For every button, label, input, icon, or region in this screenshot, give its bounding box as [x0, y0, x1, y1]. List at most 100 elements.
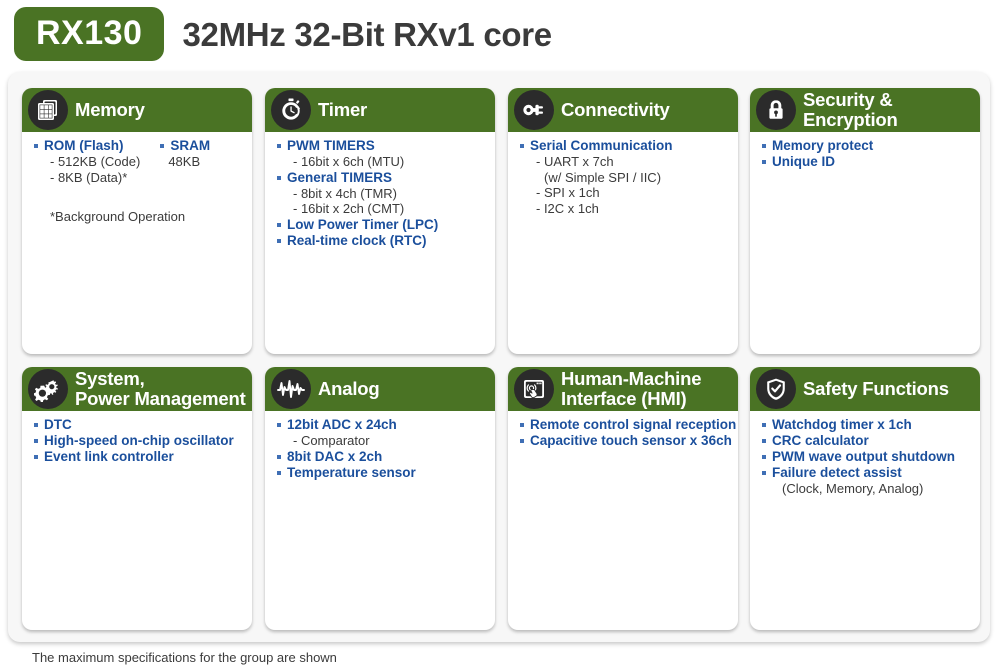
feature-label: Failure detect assist: [760, 465, 972, 481]
card-hmi[interactable]: Human-Machine Interface (HMI) Remote con…: [508, 367, 738, 630]
card-header-timer: Timer: [265, 88, 495, 132]
list-item: Memory protect: [760, 138, 972, 154]
feature-sub: - 8KB (Data)*: [50, 169, 128, 185]
feature-label: 8bit DAC x 2ch: [275, 449, 487, 465]
waveform-icon: [271, 369, 311, 409]
card-header-safety: Safety Functions: [750, 367, 980, 411]
feature-label: ROM (Flash): [32, 138, 140, 154]
feature-label: DTC: [32, 417, 244, 433]
card-timer[interactable]: Timer PWM TIMERS - 16bit x 6ch (MTU) Gen…: [265, 88, 495, 354]
memory-footnote: *Background Operation: [50, 209, 186, 224]
list-item: Watchdog timer x 1ch: [760, 417, 972, 433]
feature-label: Memory protect: [760, 138, 972, 154]
list-item: PWM TIMERS - 16bit x 6ch (MTU): [275, 138, 487, 170]
feature-label: Real-time clock (RTC): [275, 233, 487, 249]
feature-sub: - 16bit x 2ch (CMT): [293, 201, 405, 216]
card-title-memory: Memory: [75, 99, 145, 120]
card-header-hmi: Human-Machine Interface (HMI): [508, 367, 738, 411]
feature-list-security: Memory protect Unique ID: [760, 138, 972, 170]
card-header-connectivity: Connectivity: [508, 88, 738, 132]
card-title-analog: Analog: [318, 378, 380, 399]
feature-label: General TIMERS: [275, 170, 487, 186]
feature-sub: 48KB: [168, 154, 201, 169]
card-title-connectivity: Connectivity: [561, 99, 670, 120]
card-body-timer: PWM TIMERS - 16bit x 6ch (MTU) General T…: [265, 132, 495, 257]
lock-icon: [756, 90, 796, 130]
card-body-connectivity: Serial Communication - UART x 7ch (w/ Si…: [508, 132, 738, 224]
list-item: Event link controller: [32, 449, 244, 465]
chip-name-badge: RX130: [14, 7, 165, 61]
card-analog[interactable]: Analog 12bit ADC x 24ch - Comparator 8bi…: [265, 367, 495, 630]
card-title-system-power: System, Power Management: [75, 368, 246, 409]
list-item: 12bit ADC x 24ch - Comparator: [275, 417, 487, 449]
card-header-memory: Memory: [22, 88, 252, 132]
feature-list-system-power: DTC High-speed on-chip oscillator Event …: [32, 417, 244, 465]
list-item: Real-time clock (RTC): [275, 233, 487, 249]
card-memory[interactable]: Memory ROM (Flash) - 512KB (Code) - 8KB …: [22, 88, 252, 354]
feature-sub: - I2C x 1ch: [536, 200, 599, 216]
list-item: High-speed on-chip oscillator: [32, 433, 244, 449]
card-header-security: Security & Encryption: [750, 88, 980, 132]
touchscreen-hand-icon: [514, 369, 554, 409]
card-title-hmi: Human-Machine Interface (HMI): [561, 368, 702, 409]
feature-list-connectivity: Serial Communication - UART x 7ch (w/ Si…: [518, 138, 730, 216]
feature-list-hmi: Remote control signal reception Capaciti…: [518, 417, 736, 449]
card-system-power[interactable]: System, Power Management DTC High-speed …: [22, 367, 252, 630]
card-body-memory: ROM (Flash) - 512KB (Code) - 8KB (Data)*…: [22, 132, 252, 233]
stopwatch-icon: [271, 90, 311, 130]
list-item: Failure detect assist (Clock, Memory, An…: [760, 465, 972, 497]
card-body-security: Memory protect Unique ID: [750, 132, 980, 178]
list-item: Serial Communication - UART x 7ch (w/ Si…: [518, 138, 730, 216]
feature-sub: - UART x 7ch: [536, 154, 614, 169]
feature-label: Watchdog timer x 1ch: [760, 417, 972, 433]
feature-label: PWM TIMERS: [275, 138, 487, 154]
feature-label: SRAM: [158, 138, 210, 154]
list-item: CRC calculator: [760, 433, 972, 449]
memory-column-sram: SRAM 48KB: [158, 138, 210, 185]
list-item: Temperature sensor: [275, 465, 487, 481]
feature-label: Unique ID: [760, 154, 972, 170]
card-safety[interactable]: Safety Functions Watchdog timer x 1ch CR…: [750, 367, 980, 630]
feature-label: Remote control signal reception: [518, 417, 736, 433]
card-header-analog: Analog: [265, 367, 495, 411]
feature-label: 12bit ADC x 24ch: [275, 417, 487, 433]
list-item: PWM wave output shutdown: [760, 449, 972, 465]
feature-sub: - Comparator: [293, 433, 370, 448]
list-item: Unique ID: [760, 154, 972, 170]
feature-label: CRC calculator: [760, 433, 972, 449]
feature-sub: - 512KB (Code): [50, 154, 141, 169]
memory-grid-icon: [28, 90, 68, 130]
card-title-safety: Safety Functions: [803, 378, 949, 399]
chip-subtitle: 32MHz 32-Bit RXv1 core: [182, 15, 552, 53]
feature-sub: - 8bit x 4ch (TMR): [293, 185, 398, 201]
feature-list-safety: Watchdog timer x 1ch CRC calculator PWM …: [760, 417, 972, 497]
feature-sub: - SPI x 1ch: [536, 185, 600, 200]
footer-note: The maximum specifications for the group…: [32, 650, 337, 665]
feature-label: PWM wave output shutdown: [760, 449, 972, 465]
card-security[interactable]: Security & Encryption Memory protect Uni…: [750, 88, 980, 354]
feature-label: Temperature sensor: [275, 465, 487, 481]
list-item: Capacitive touch sensor x 36ch: [518, 433, 732, 449]
gears-icon: [28, 369, 68, 409]
list-item: Low Power Timer (LPC): [275, 217, 487, 233]
card-body-analog: 12bit ADC x 24ch - Comparator 8bit DAC x…: [265, 411, 495, 489]
feature-sub: (Clock, Memory, Analog): [782, 481, 924, 496]
card-header-system-power: System, Power Management: [22, 367, 252, 411]
feature-list-timer: PWM TIMERS - 16bit x 6ch (MTU) General T…: [275, 138, 487, 249]
feature-sub: (w/ Simple SPI / IIC): [544, 169, 662, 185]
card-title-security: Security & Encryption: [803, 89, 898, 130]
list-item: 8bit DAC x 2ch: [275, 449, 487, 465]
title-bar: RX130 32MHz 32-Bit RXv1 core: [0, 0, 1000, 68]
feature-label: High-speed on-chip oscillator: [32, 433, 244, 449]
card-body-safety: Watchdog timer x 1ch CRC calculator PWM …: [750, 411, 980, 505]
feature-label: Serial Communication: [518, 138, 730, 154]
card-body-system-power: DTC High-speed on-chip oscillator Event …: [22, 411, 252, 473]
feature-list-analog: 12bit ADC x 24ch - Comparator 8bit DAC x…: [275, 417, 487, 481]
feature-label: Capacitive touch sensor x 36ch: [518, 433, 732, 449]
card-connectivity[interactable]: Connectivity Serial Communication - UART…: [508, 88, 738, 354]
feature-label: Event link controller: [32, 449, 244, 465]
memory-column-rom: ROM (Flash) - 512KB (Code) - 8KB (Data)*: [32, 138, 140, 185]
plug-connector-icon: [514, 90, 554, 130]
card-body-hmi: Remote control signal reception Capaciti…: [508, 411, 738, 457]
